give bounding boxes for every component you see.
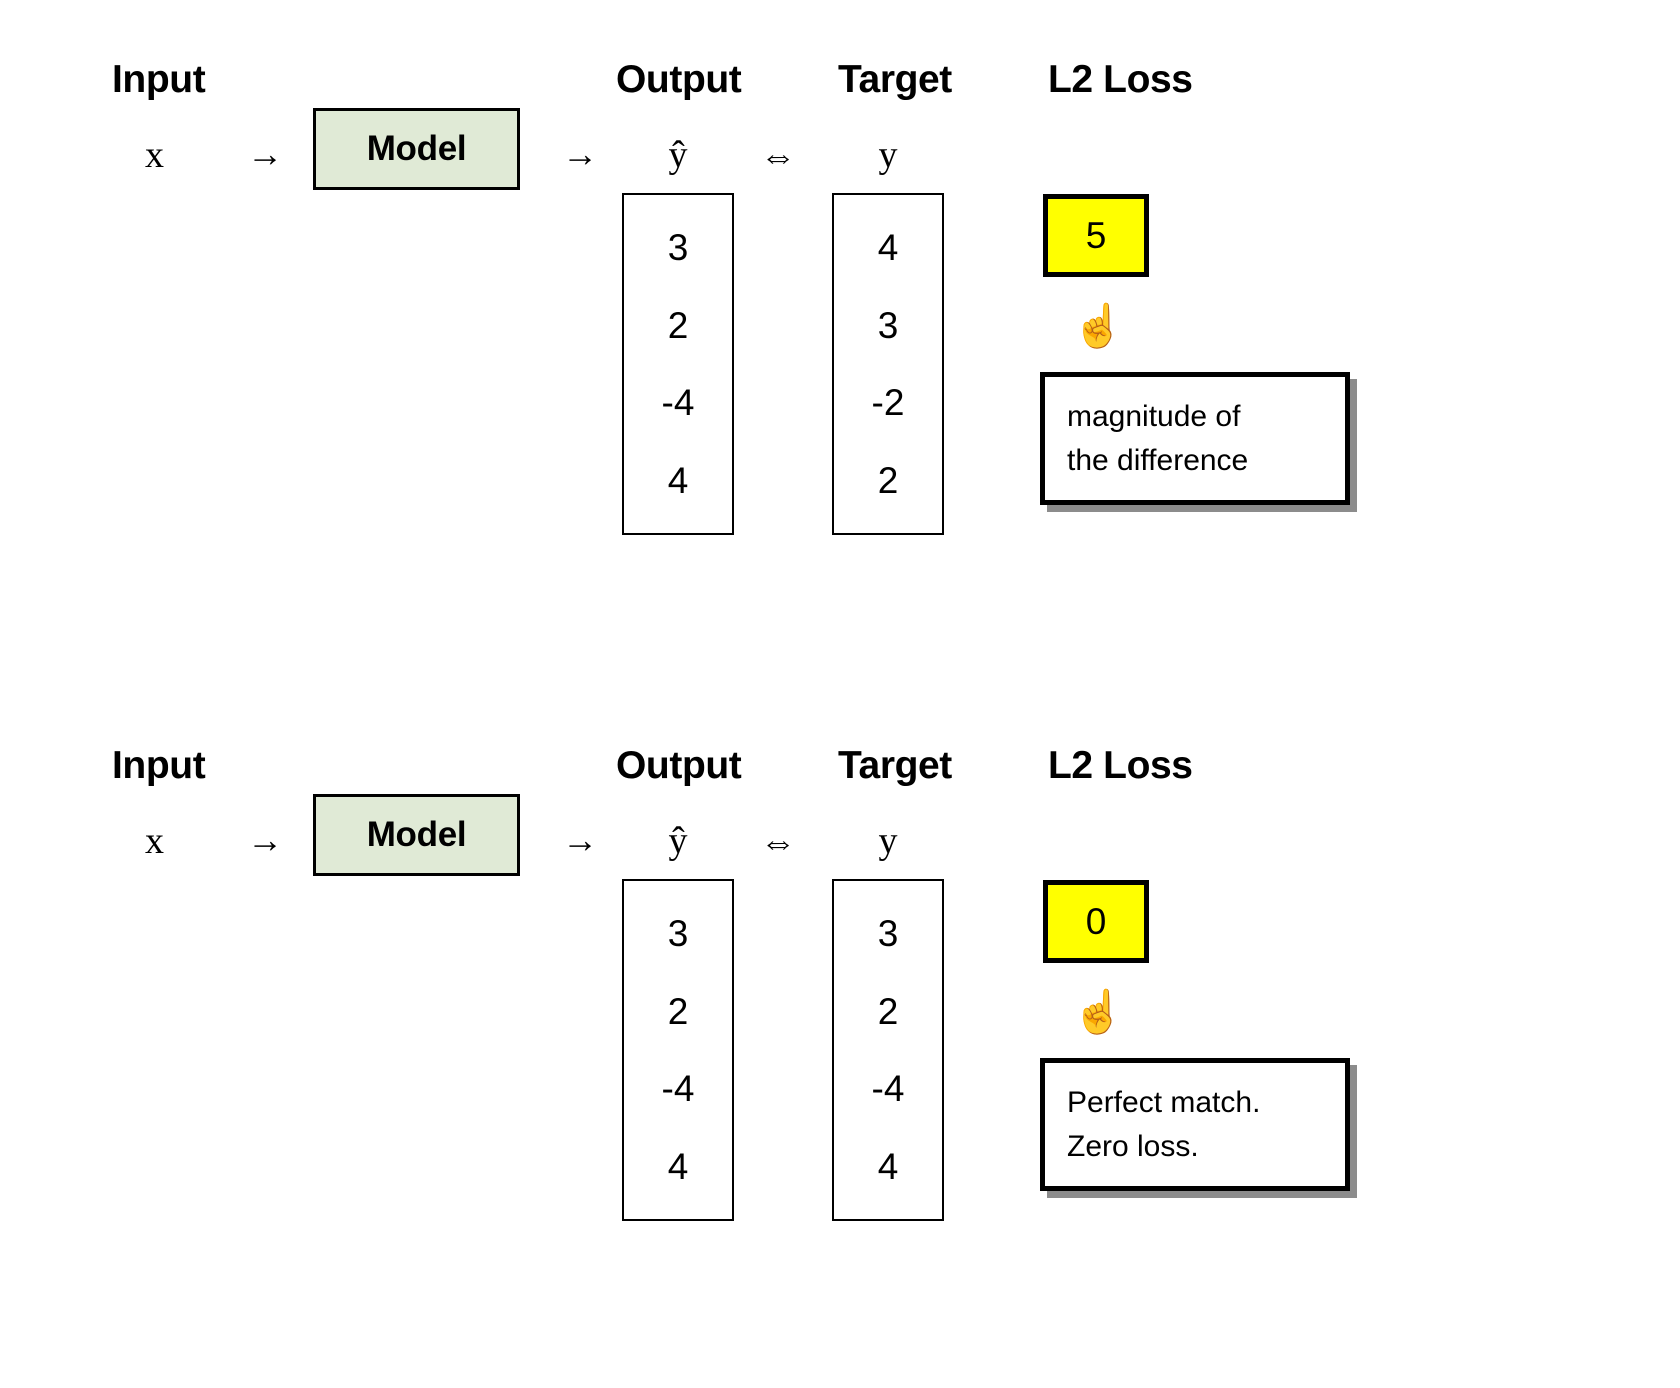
panel-perfect-match: Input Output Target L2 Loss x → Model → … [0, 686, 1680, 1386]
output-vector-label: ŷ [668, 134, 688, 176]
double-arrow-icon: ⇔ [760, 821, 796, 862]
vector-cell: 2 [667, 304, 689, 346]
model-box[interactable]: Model [313, 108, 520, 190]
callout-line: Zero loss. [1067, 1129, 1199, 1163]
hand-point-up-icon: ☝️ [1072, 988, 1125, 1035]
loss-value-box: 0 [1043, 880, 1149, 963]
header-target: Target [838, 58, 952, 101]
callout-note: Perfect match. Zero loss. [1040, 1058, 1350, 1191]
vector-cell: -2 [871, 382, 905, 424]
header-target: Target [838, 744, 952, 787]
loss-value-box: 5 [1043, 194, 1149, 277]
callout-note: magnitude of the difference [1040, 372, 1350, 505]
vector-cell: -4 [661, 1068, 695, 1110]
loss-value: 0 [1085, 901, 1107, 942]
vector-cell: -4 [871, 1068, 905, 1110]
double-arrow-icon: ⇔ [760, 135, 796, 176]
arrow-right-icon: → [247, 819, 283, 860]
model-box-label: Model [366, 815, 467, 854]
vector-cell: 3 [667, 227, 689, 269]
vector-cell: 3 [877, 913, 899, 955]
arrow-right-icon: → [247, 133, 283, 174]
vector-cell: 2 [877, 990, 899, 1032]
target-vector-box: 4 3 -2 2 [832, 193, 944, 535]
header-input: Input [112, 744, 206, 787]
vector-cell: 4 [667, 1145, 689, 1187]
callout-line: the difference [1067, 443, 1249, 477]
hand-point-up-icon: ☝️ [1072, 302, 1125, 349]
arrow-right-icon: → [562, 819, 598, 860]
loss-value: 5 [1085, 215, 1107, 256]
arrow-right-icon: → [562, 133, 598, 174]
target-vector-label: y [878, 134, 898, 176]
vector-cell: 4 [877, 1145, 899, 1187]
callout-line: magnitude of [1067, 400, 1241, 433]
vector-cell: 2 [877, 459, 899, 501]
vector-cell: 4 [877, 227, 899, 269]
input-symbol-x: x [145, 134, 164, 176]
panel-mismatch: Input Output Target L2 Loss x → Model → … [112, 58, 1350, 535]
callout-line: Perfect match. [1067, 1086, 1261, 1119]
vector-cell: 3 [667, 913, 689, 955]
vector-cell: 4 [667, 459, 689, 501]
header-l2-loss: L2 Loss [1048, 744, 1193, 787]
vector-cell: -4 [661, 382, 695, 424]
model-box[interactable]: Model [313, 794, 520, 876]
output-vector-label: ŷ [668, 820, 688, 862]
vector-cell: 3 [877, 304, 899, 346]
header-output: Output [616, 58, 742, 101]
model-box-label: Model [366, 129, 467, 168]
header-output: Output [616, 744, 742, 787]
input-symbol-x: x [145, 820, 164, 862]
output-vector-box: 3 2 -4 4 [622, 879, 734, 1221]
target-vector-label: y [878, 820, 898, 862]
vector-cell: 2 [667, 990, 689, 1032]
output-vector-box: 3 2 -4 4 [622, 193, 734, 535]
header-input: Input [112, 58, 206, 101]
target-vector-box: 3 2 -4 4 [832, 879, 944, 1221]
header-l2-loss: L2 Loss [1048, 58, 1193, 101]
